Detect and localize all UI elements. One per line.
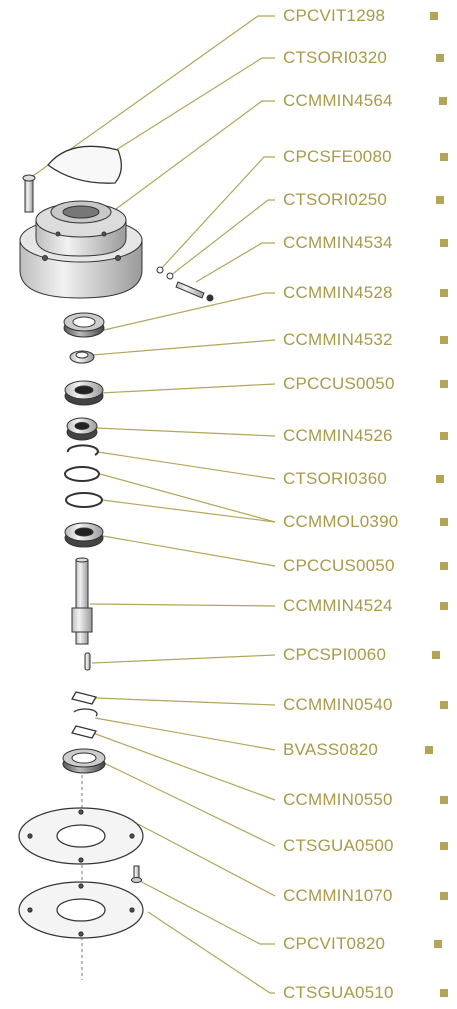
leader-line-BVASS0820: [94, 717, 276, 751]
part-label[interactable]: CCMMIN4526: [283, 426, 393, 445]
square-marker-icon: [440, 380, 448, 388]
leader-line-CPCSFE0080: [159, 156, 275, 271]
part-main-body: [19, 200, 143, 299]
part-pin-assembly: [156, 266, 214, 302]
part-label[interactable]: CTSORI0250: [283, 190, 388, 209]
square-marker-icon: [440, 518, 448, 526]
leader-line-CCMMIN4528: [103, 292, 275, 331]
part-bearing-4526: [66, 417, 98, 441]
part-circlips: [64, 444, 103, 508]
part-label[interactable]: CCMMIN4528: [283, 283, 393, 302]
part-label[interactable]: CCMMIN4524: [283, 596, 393, 615]
part-seal-0500: [62, 748, 106, 774]
leader-line-CCMMIN4524: [89, 603, 276, 607]
part-washers: [71, 691, 98, 739]
leader-line-CCMMOL0390-a: [99, 473, 276, 523]
part-seal-4528: [63, 312, 105, 338]
part-label[interactable]: CPCSFE0080: [283, 147, 392, 166]
leader-line-CPCSPI0060: [91, 654, 276, 664]
square-marker-icon: [440, 289, 448, 297]
part-pin-spi: [84, 652, 91, 671]
square-marker-icon: [440, 562, 448, 570]
part-label[interactable]: CCMMOL0390: [283, 512, 399, 531]
part-label[interactable]: CTSGUA0510: [283, 983, 394, 1002]
square-marker-icon: [440, 336, 448, 344]
square-marker-icon: [440, 796, 448, 804]
part-oring-top: [47, 145, 122, 184]
square-marker-icon: [425, 746, 433, 754]
leader-line-CCMMIN1070: [137, 823, 276, 897]
part-ring-4532: [69, 350, 95, 364]
part-label[interactable]: CPCCUS0050: [283, 374, 395, 393]
leader-line-CPCCUS0050-2: [102, 535, 276, 567]
part-label[interactable]: BVASS0820: [283, 740, 379, 759]
leader-line-CCMMIN4526: [95, 427, 276, 437]
part-gasket-0510: [18, 881, 144, 939]
square-marker-icon: [440, 892, 448, 900]
leader-line-CTSORI0320: [115, 57, 275, 151]
part-label[interactable]: CCMMIN0550: [283, 790, 393, 809]
leader-line-CCMMIN0540: [95, 697, 276, 706]
part-shaft: [71, 557, 93, 645]
leader-line-CTSGUA0500: [101, 761, 276, 847]
part-label[interactable]: CPCVIT1298: [283, 6, 386, 25]
square-marker-icon: [432, 651, 440, 659]
leader-line-CTSORI0360: [97, 451, 276, 480]
square-marker-icon: [436, 475, 444, 483]
part-label[interactable]: CTSORI0320: [283, 48, 388, 67]
leader-line-CCMMOL0390-b: [101, 499, 276, 523]
part-label[interactable]: CTSORI0360: [283, 469, 388, 488]
part-label[interactable]: CCMMIN4564: [283, 91, 393, 110]
part-bearing-1: [64, 380, 104, 406]
part-gasket-1070: [18, 807, 144, 865]
square-marker-icon: [440, 153, 448, 161]
part-label[interactable]: CCMMIN0540: [283, 695, 393, 714]
square-marker-icon: [440, 602, 448, 610]
leader-lines: [29, 15, 276, 994]
part-label[interactable]: CCMMIN1070: [283, 886, 393, 905]
square-marker-icon: [440, 989, 448, 997]
leader-line-CTSGUA0510: [147, 911, 275, 994]
leader-line-CCMMIN4532: [91, 339, 276, 356]
part-label[interactable]: CCMMIN4534: [283, 233, 393, 252]
square-marker-icon: [440, 239, 448, 247]
square-marker-icon: [439, 97, 447, 105]
leader-line-CPCVIT1298: [29, 15, 275, 179]
part-label[interactable]: CCMMIN4532: [283, 330, 393, 349]
part-bearing-2: [64, 522, 104, 548]
part-screw-0820: [131, 865, 142, 883]
square-marker-icon: [430, 12, 438, 20]
leader-line-CTSORI0250: [169, 199, 275, 277]
part-label[interactable]: CPCSPI0060: [283, 645, 387, 664]
part-label[interactable]: CPCCUS0050: [283, 556, 395, 575]
leader-line-CCMMIN0550: [92, 732, 276, 801]
leader-line-CCMMIN4564: [111, 100, 275, 213]
part-label[interactable]: CTSGUA0500: [283, 836, 394, 855]
square-marker-icon: [440, 432, 448, 440]
square-marker-icon: [440, 842, 448, 850]
part-label[interactable]: CPCVIT0820: [283, 934, 386, 953]
leader-line-CPCCUS0050-1: [99, 383, 276, 394]
leader-line-CCMMIN4534: [195, 242, 275, 283]
leader-line-CPCVIT0820: [137, 879, 275, 945]
square-marker-icon: [440, 701, 448, 709]
part-screw-top: [22, 174, 36, 213]
square-marker-icon: [436, 54, 444, 62]
square-marker-icon: [436, 196, 444, 204]
square-marker-icon: [434, 940, 442, 948]
